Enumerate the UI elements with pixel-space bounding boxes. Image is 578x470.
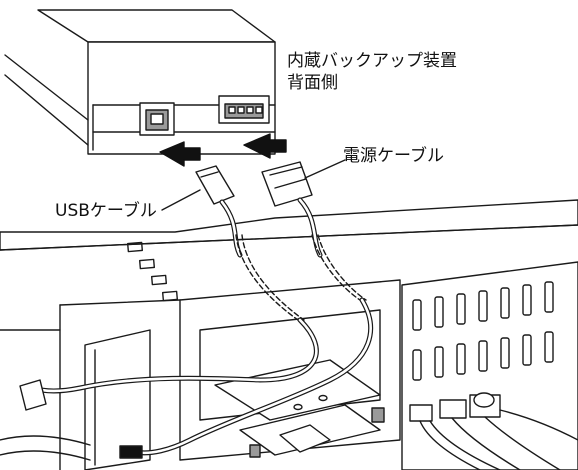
power-cable-label: 電源ケーブル [343, 146, 444, 166]
vent-squares [126, 241, 179, 302]
backup-drive-label-line1: 内蔵バックアップ装置 [287, 51, 457, 71]
insert-arrows [159, 133, 287, 167]
backup-drive-label: 内蔵バックアップ装置 背面側 [287, 50, 457, 94]
backup-drive-label-line2: 背面側 [287, 73, 338, 93]
usb-cable [19, 165, 319, 411]
power-leader-line [304, 159, 346, 179]
usb-leader-line [161, 189, 201, 211]
power-cable [119, 161, 373, 459]
usb-insert-arrow [159, 141, 201, 167]
power-insert-arrow [243, 133, 287, 159]
server-chassis [0, 199, 578, 470]
usb-cable-label: USBケーブル [55, 201, 157, 221]
backplane-slots [412, 281, 554, 381]
usb-port [139, 102, 175, 136]
backup-drive [4, 9, 276, 155]
power-port [218, 95, 270, 124]
